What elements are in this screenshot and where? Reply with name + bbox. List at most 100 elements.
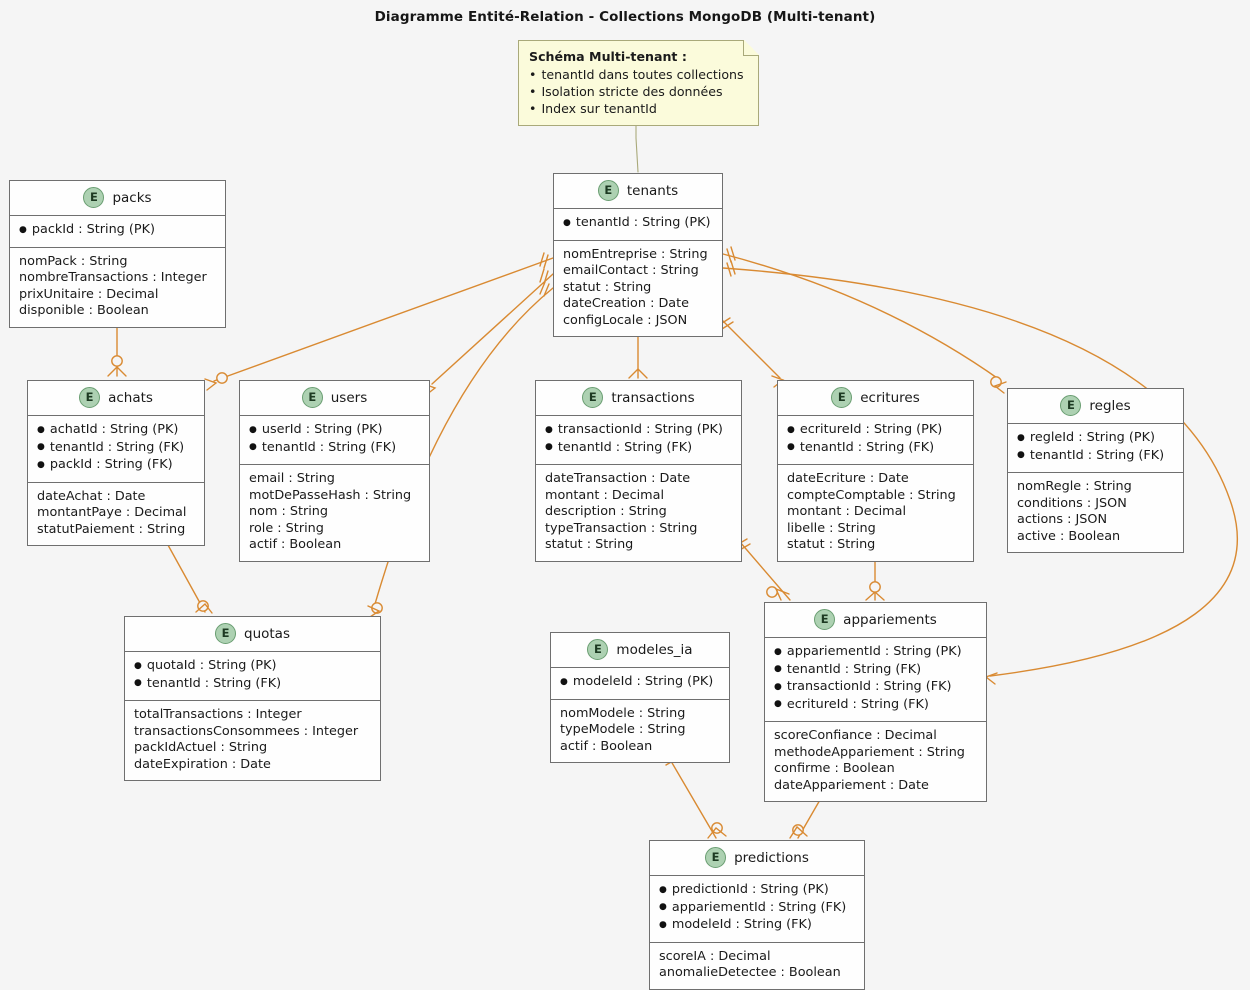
entity-predictions-header: E predictions <box>650 841 864 876</box>
entity-packs-name: packs <box>112 189 152 206</box>
attribute: dateAppariement : Date <box>774 777 929 793</box>
attribute: actif : Boolean <box>560 738 653 754</box>
entity-modeles-ia-keys: modeleId : String (PK) <box>551 668 729 700</box>
attribute: appariementId : String (PK) <box>774 644 977 662</box>
entity-appariements-name: appariements <box>843 611 937 628</box>
attribute: scoreIA : Decimal <box>659 948 771 964</box>
attribute: nom : String <box>249 504 329 519</box>
attribute: dateCreation : Date <box>563 296 690 311</box>
attribute: methodeAppariement : String <box>774 744 965 760</box>
attribute: typeTransaction : String <box>545 520 698 536</box>
note-title: Schéma Multi-tenant : <box>529 49 687 64</box>
attribute: tenantId : String (FK) <box>1017 448 1174 466</box>
attribute: actif : Boolean <box>249 537 342 552</box>
attribute: montantPaye : Decimal <box>37 505 187 520</box>
entity-tenants-name: tenants <box>626 182 679 199</box>
attribute: tenantId : String (FK) <box>37 440 195 458</box>
attribute: tenantId : String (FK) <box>774 662 977 680</box>
entity-modeles-ia[interactable]: E modeles_ia modeleId : String (PK) nomM… <box>550 632 730 763</box>
entity-regles[interactable]: E regles regleId : String (PK) tenantId … <box>1007 388 1184 553</box>
attribute: dateExpiration : Date <box>134 756 271 772</box>
attribute: compteComptable : String <box>787 487 956 503</box>
attribute: statut : String <box>787 537 876 552</box>
attribute: emailContact : String <box>563 263 699 278</box>
attribute: predictionId : String (PK) <box>659 882 855 900</box>
attribute: scoreConfiance : Decimal <box>774 728 937 743</box>
entity-appariements-keys: appariementId : String (PK) tenantId : S… <box>765 638 986 722</box>
entity-packs[interactable]: E packs packId : String (PK) nomPack : S… <box>9 180 226 328</box>
entity-regles-keys: regleId : String (PK) tenantId : String … <box>1008 424 1183 473</box>
entity-tenants-keys: tenantId : String (PK) <box>554 209 722 241</box>
schema-note: Schéma Multi-tenant : tenantId dans tout… <box>518 40 759 126</box>
attribute: role : String <box>249 520 324 536</box>
entity-icon: E <box>705 847 727 868</box>
entity-tenants[interactable]: E tenants tenantId : String (PK) nomEntr… <box>553 173 723 337</box>
attribute: confirme : Boolean <box>774 761 895 776</box>
entity-appariements[interactable]: E appariements appariementId : String (P… <box>764 602 987 802</box>
entity-quotas-fields: totalTransactions : Integer transactions… <box>125 701 380 780</box>
entity-users-name: users <box>330 389 368 406</box>
entity-predictions-name: predictions <box>734 849 809 866</box>
entity-predictions[interactable]: E predictions predictionId : String (PK)… <box>649 840 865 990</box>
entity-regles-name: regles <box>1089 397 1131 414</box>
attribute: achatId : String (PK) <box>37 422 195 440</box>
entity-transactions-header: E transactions <box>536 381 741 416</box>
entity-ecritures-fields: dateEcriture : Date compteComptable : St… <box>778 465 973 561</box>
attribute: modeleId : String (PK) <box>560 674 720 692</box>
attribute: conditions : JSON <box>1017 495 1127 511</box>
entity-appariements-header: E appariements <box>765 603 986 638</box>
entity-regles-fields: nomRegle : String conditions : JSON acti… <box>1008 473 1183 552</box>
entity-quotas-header: E quotas <box>125 617 380 652</box>
attribute: transactionId : String (FK) <box>774 679 977 697</box>
entity-icon: E <box>79 387 101 408</box>
attribute: ecritureId : String (PK) <box>787 422 964 440</box>
attribute: disponible : Boolean <box>19 303 149 318</box>
entity-packs-keys: packId : String (PK) <box>10 216 225 248</box>
attribute: tenantId : String (FK) <box>787 440 964 458</box>
entity-modeles-ia-name: modeles_ia <box>616 641 693 658</box>
entity-regles-header: E regles <box>1008 389 1183 424</box>
entity-appariements-fields: scoreConfiance : Decimal methodeAppariem… <box>765 722 986 801</box>
entity-achats[interactable]: E achats achatId : String (PK) tenantId … <box>27 380 205 546</box>
attribute: typeModele : String <box>560 722 686 737</box>
attribute: ecritureId : String (FK) <box>774 697 977 715</box>
entity-transactions[interactable]: E transactions transactionId : String (P… <box>535 380 742 562</box>
attribute: totalTransactions : Integer <box>134 707 302 722</box>
entity-packs-header: E packs <box>10 181 225 216</box>
attribute: userId : String (PK) <box>249 422 420 440</box>
entity-achats-keys: achatId : String (PK) tenantId : String … <box>28 416 204 483</box>
attribute: tenantId : String (FK) <box>134 676 371 694</box>
attribute: configLocale : JSON <box>563 312 688 328</box>
entity-icon: E <box>1060 395 1082 416</box>
entity-quotas-name: quotas <box>244 625 290 642</box>
entity-ecritures[interactable]: E ecritures ecritureId : String (PK) ten… <box>777 380 974 562</box>
attribute: appariementId : String (FK) <box>659 900 855 918</box>
entity-ecritures-name: ecritures <box>860 389 920 406</box>
attribute: nomEntreprise : String <box>563 246 708 262</box>
relation-modelesia-predictions <box>662 752 727 839</box>
entity-users[interactable]: E users userId : String (PK) tenantId : … <box>239 380 430 562</box>
attribute: montant : Decimal <box>545 487 665 503</box>
entity-tenants-fields: nomEntreprise : String emailContact : St… <box>554 241 722 337</box>
attribute: modeleId : String (FK) <box>659 917 855 935</box>
entity-predictions-fields: scoreIA : Decimal anomalieDetectee : Boo… <box>650 943 864 989</box>
entity-quotas[interactable]: E quotas quotaId : String (PK) tenantId … <box>124 616 381 781</box>
entity-icon: E <box>301 387 323 408</box>
entity-icon: E <box>814 609 836 630</box>
entity-icon: E <box>215 623 236 644</box>
attribute: libelle : String <box>787 520 876 536</box>
note-bullet-2: Index sur tenantId <box>529 100 748 117</box>
attribute: tenantId : String (PK) <box>563 215 713 233</box>
attribute: tenantId : String (FK) <box>249 440 420 458</box>
attribute: montant : Decimal <box>787 504 907 519</box>
attribute: actions : JSON <box>1017 512 1108 527</box>
attribute: packId : String (PK) <box>19 222 216 240</box>
attribute: transactionId : String (PK) <box>545 422 732 440</box>
attribute: statut : String <box>563 279 652 295</box>
attribute: nomModele : String <box>560 705 686 721</box>
entity-tenants-header: E tenants <box>554 174 722 209</box>
entity-achats-fields: dateAchat : Date montantPaye : Decimal s… <box>28 483 204 546</box>
attribute: dateEcriture : Date <box>787 471 909 486</box>
entity-icon: E <box>83 187 105 208</box>
